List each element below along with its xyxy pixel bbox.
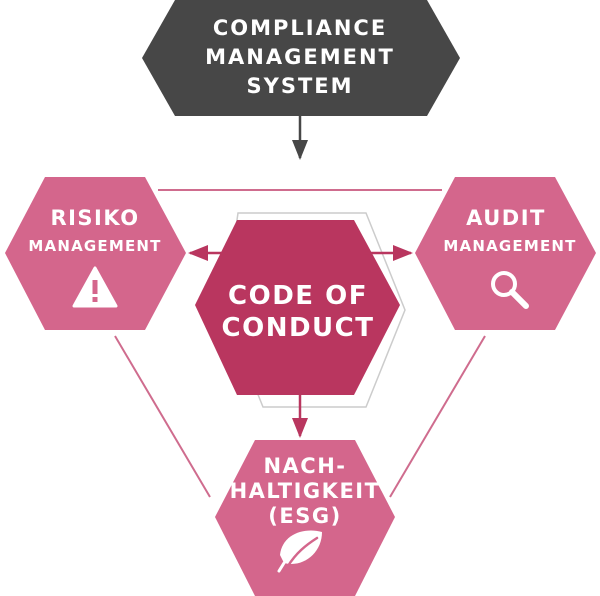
left-hexagon xyxy=(5,177,186,330)
bottom-node-line-3: (ESG) xyxy=(268,504,341,528)
bottom-hexagon xyxy=(215,440,395,596)
bottom-node: NACH- HALTIGKEIT (ESG) xyxy=(215,440,395,596)
center-node: CODE OF CONDUCT xyxy=(195,220,400,395)
left-node: RISIKO MANAGEMENT xyxy=(5,177,186,330)
center-node-line-1: CODE OF xyxy=(228,281,368,311)
top-node-line-3: SYSTEM xyxy=(246,74,353,98)
leaf-icon xyxy=(277,530,322,573)
bottom-node-line-2: HALTIGKEIT xyxy=(230,479,381,503)
right-hexagon xyxy=(415,177,596,330)
left-node-subtitle: MANAGEMENT xyxy=(28,237,161,255)
center-node-line-2: CONDUCT xyxy=(222,313,375,343)
top-node: COMPLIANCE MANAGEMENT SYSTEM xyxy=(142,0,460,116)
top-node-line-2: MANAGEMENT xyxy=(205,45,395,69)
magnifier-icon xyxy=(491,271,529,309)
bottom-node-line-1: NACH- xyxy=(263,454,346,478)
right-node-subtitle: MANAGEMENT xyxy=(443,237,576,255)
connector-line-right xyxy=(389,335,486,498)
center-hexagon xyxy=(195,220,400,395)
right-node-title: AUDIT xyxy=(466,206,546,230)
top-hexagon xyxy=(142,0,460,116)
connector-line-left xyxy=(114,335,211,498)
warning-icon xyxy=(72,266,118,308)
top-node-line-1: COMPLIANCE xyxy=(213,16,387,40)
left-node-title: RISIKO xyxy=(50,206,139,230)
right-node: AUDIT MANAGEMENT xyxy=(415,177,596,330)
